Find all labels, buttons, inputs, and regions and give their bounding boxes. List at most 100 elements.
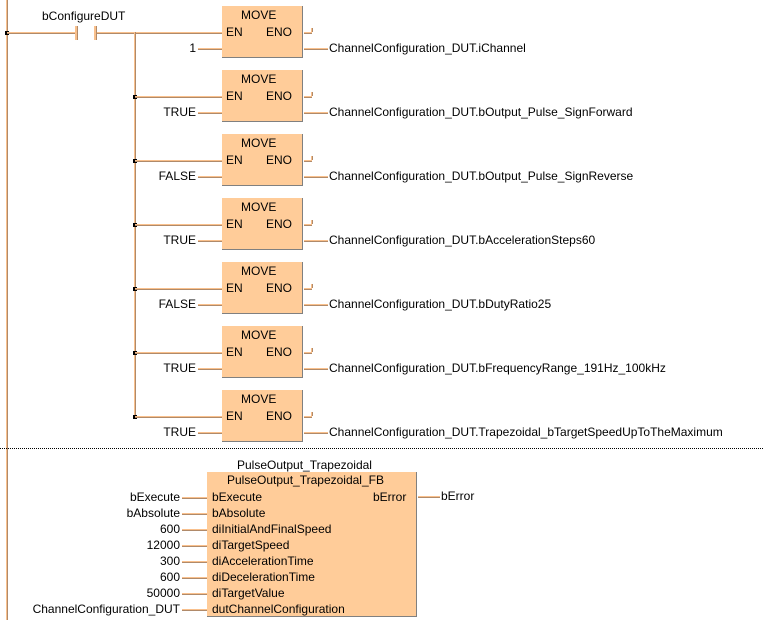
move-eno-pin: ENO [266, 25, 293, 39]
left-power-rail [6, 0, 8, 620]
input-wire [198, 240, 222, 242]
move-eno-pin: ENO [266, 281, 293, 295]
eno-stub [304, 96, 312, 98]
move-en-pin: EN [226, 153, 243, 167]
eno-stub-tick [311, 92, 313, 96]
fb-input-pin: diInitialAndFinalSpeed [212, 522, 332, 536]
move-block-name: MOVE [241, 136, 277, 150]
move-block[interactable]: MOVE EN ENO [222, 390, 303, 442]
input-wire [198, 368, 222, 370]
move-en-pin: EN [226, 409, 243, 423]
move-input-value[interactable]: FALSE [158, 169, 196, 183]
move-block[interactable]: MOVE EN ENO [222, 70, 303, 122]
eno-stub-tick [311, 28, 313, 32]
input-wire [198, 112, 222, 114]
move-block-name: MOVE [241, 328, 277, 342]
move-en-pin: EN [226, 217, 243, 231]
input-wire [198, 304, 222, 306]
move-block[interactable]: MOVE EN ENO [222, 6, 303, 58]
move-eno-pin: ENO [266, 89, 293, 103]
move-block[interactable]: MOVE EN ENO [222, 262, 303, 314]
fb-input-value[interactable]: ChannelConfiguration_DUT [32, 602, 180, 616]
move-input-value[interactable]: TRUE [163, 233, 196, 247]
fb-input-pin: bExecute [212, 490, 263, 504]
move-block[interactable]: MOVE EN ENO [222, 198, 303, 250]
move-eno-pin: ENO [266, 409, 293, 423]
en-wire [135, 288, 222, 290]
move-block[interactable]: MOVE EN ENO [222, 134, 303, 186]
eno-stub [304, 32, 312, 34]
move-block-name: MOVE [241, 392, 277, 406]
fb-input-value[interactable]: 12000 [146, 538, 180, 552]
move-output-target[interactable]: ChannelConfiguration_DUT.bOutput_Pulse_S… [329, 105, 633, 119]
move-en-pin: EN [226, 89, 243, 103]
move-input-value[interactable]: TRUE [163, 105, 196, 119]
fb-input-value[interactable]: bExecute [129, 490, 180, 504]
eno-stub [304, 288, 312, 290]
eno-stub-tick [311, 412, 313, 416]
move-input-value[interactable]: 1 [189, 41, 196, 55]
move-block-name: MOVE [241, 8, 277, 22]
fb-input-pin: diTargetValue [212, 586, 285, 600]
eno-stub-tick [311, 284, 313, 288]
en-wire [135, 160, 222, 162]
move-input-value[interactable]: FALSE [158, 297, 196, 311]
en-wire [135, 416, 222, 418]
eno-stub-tick [311, 220, 313, 224]
fb-input-wire [182, 529, 207, 531]
rung-wire [97, 32, 222, 34]
fb-input-wire [182, 497, 207, 499]
input-wire [198, 176, 222, 178]
output-wire [418, 496, 440, 498]
move-output-target[interactable]: ChannelConfiguration_DUT.Trapezoidal_bTa… [329, 425, 723, 439]
move-input-value[interactable]: TRUE [163, 361, 196, 375]
input-wire [198, 432, 222, 434]
output-wire [304, 432, 328, 434]
move-en-pin: EN [226, 281, 243, 295]
move-eno-pin: ENO [266, 345, 293, 359]
move-output-target[interactable]: ChannelConfiguration_DUT.bOutput_Pulse_S… [329, 169, 634, 183]
move-output-target[interactable]: ChannelConfiguration_DUT.bFrequencyRange… [329, 361, 666, 375]
fb-input-pin: diDecelerationTime [212, 570, 315, 584]
fb-input-value[interactable]: bAbsolute [126, 506, 180, 520]
move-eno-pin: ENO [266, 153, 293, 167]
move-output-target[interactable]: ChannelConfiguration_DUT.bDutyRatio25 [329, 297, 552, 311]
fb-input-pin: bAbsolute [212, 506, 266, 520]
move-en-pin: EN [226, 25, 243, 39]
fb-input-pin: dutChannelConfiguration [212, 602, 345, 616]
en-wire [135, 96, 222, 98]
move-output-target[interactable]: ChannelConfiguration_DUT.iChannel [329, 41, 526, 55]
fb-input-wire [182, 593, 207, 595]
fb-input-value[interactable]: 50000 [146, 586, 180, 600]
fb-input-wire [182, 513, 207, 515]
contact-right-bar [94, 26, 97, 40]
fb-input-wire [182, 609, 207, 611]
fb-input-pin: diAccelerationTime [212, 554, 314, 568]
eno-stub-tick [311, 156, 313, 160]
move-output-target[interactable]: ChannelConfiguration_DUT.bAccelerationSt… [329, 233, 596, 247]
output-wire [304, 176, 328, 178]
eno-stub-tick [311, 348, 313, 352]
fb-type-name: PulseOutput_Trapezoidal_FB [227, 473, 384, 487]
function-block-pulseoutput-trapezoidal[interactable]: PulseOutput_Trapezoidal_FB bExecute bAbso… [207, 472, 417, 617]
fb-input-wire [182, 577, 207, 579]
fb-output-value-bError[interactable]: bError [441, 489, 475, 503]
move-block-name: MOVE [241, 200, 277, 214]
contact-label: bConfigureDUT [42, 9, 126, 23]
output-wire [304, 368, 328, 370]
fb-output-pin-bError: bError [373, 490, 407, 504]
move-block-name: MOVE [241, 264, 277, 278]
fb-input-value[interactable]: 600 [159, 570, 180, 584]
fb-input-value[interactable]: 600 [159, 522, 180, 536]
output-wire [304, 48, 328, 50]
move-en-pin: EN [226, 345, 243, 359]
move-block-name: MOVE [241, 72, 277, 86]
move-input-value[interactable]: TRUE [163, 425, 196, 439]
input-wire [198, 48, 222, 50]
move-block[interactable]: MOVE EN ENO [222, 326, 303, 378]
rung-wire [7, 32, 76, 34]
fb-input-value[interactable]: 300 [159, 554, 180, 568]
en-wire [135, 352, 222, 354]
eno-stub [304, 352, 312, 354]
output-wire [304, 112, 328, 114]
